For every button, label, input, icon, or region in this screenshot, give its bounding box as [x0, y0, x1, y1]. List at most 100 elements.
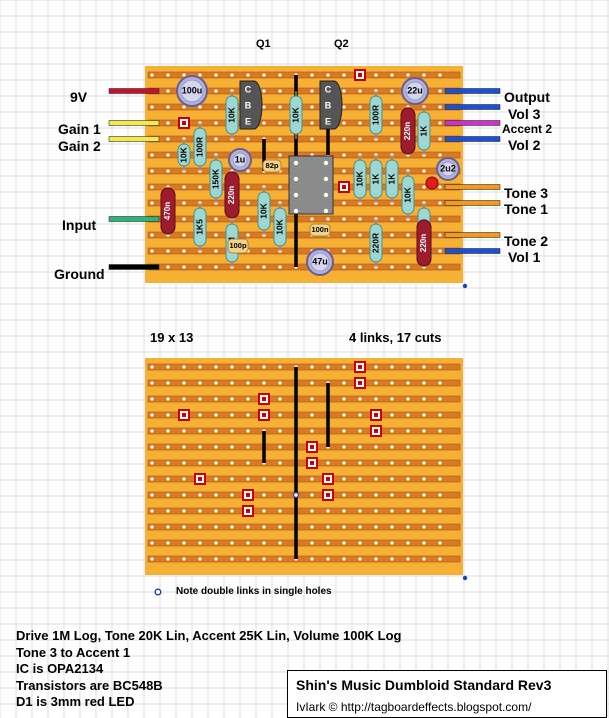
bottom-hole — [262, 493, 266, 497]
bottom-hole — [150, 397, 154, 401]
bottom-hole — [150, 445, 154, 449]
cap-47u-inner — [310, 252, 330, 272]
bottom-hole — [438, 493, 442, 497]
top-hole — [406, 233, 410, 237]
bottom-hole — [310, 413, 314, 417]
bottom-hole — [310, 541, 314, 545]
resistor-100r-a — [369, 95, 383, 135]
bottom-hole — [358, 509, 362, 513]
spec-line: D1 is 3mm red LED — [16, 694, 135, 709]
bottom-hole — [310, 493, 314, 497]
transistor-q1 — [239, 80, 263, 130]
bottom-copper-strip — [147, 443, 461, 451]
top-hole — [262, 249, 266, 253]
bottom-hole — [374, 461, 378, 465]
top-hole — [278, 265, 282, 269]
top-hole — [438, 233, 442, 237]
transistor-q2-pin-b: B — [325, 100, 332, 110]
bottom-hole — [374, 477, 378, 481]
bottom-hole — [198, 557, 202, 561]
bottom-hole — [214, 381, 218, 385]
top-hole — [326, 217, 330, 221]
resistor-10k-c — [177, 143, 191, 167]
bottom-hole — [150, 557, 154, 561]
top-cut-mark — [342, 185, 346, 189]
bottom-copper-strip — [147, 379, 461, 387]
wire-tone3 — [444, 184, 501, 190]
top-hole — [438, 249, 442, 253]
wire-tone2 — [444, 232, 501, 238]
ic-opa2134 — [288, 155, 334, 215]
bottom-hole — [214, 365, 218, 369]
bottom-hole — [406, 397, 410, 401]
bottom-hole — [390, 445, 394, 449]
bottom-cut-mark — [374, 429, 378, 433]
bottom-hole — [230, 557, 234, 561]
bottom-hole — [182, 445, 186, 449]
top-hole — [278, 185, 282, 189]
cap-100u-label: 100u — [182, 85, 203, 95]
bottom-hole — [278, 413, 282, 417]
bottom-hole — [374, 381, 378, 385]
bottom-hole — [326, 461, 330, 465]
resistor-1k-a — [369, 159, 383, 199]
top-hole — [182, 185, 186, 189]
bottom-hole — [342, 413, 346, 417]
bottom-hole — [182, 461, 186, 465]
bottom-hole — [166, 381, 170, 385]
bottom-cut-mark — [358, 365, 362, 369]
wire-gain2 — [108, 136, 160, 142]
cap-100u-inner — [180, 79, 204, 103]
bottom-hole — [438, 525, 442, 529]
bottom-hole — [326, 557, 330, 561]
bottom-hole — [342, 557, 346, 561]
cap-220n-c — [416, 219, 432, 267]
bottom-hole — [166, 493, 170, 497]
bottom-hole — [278, 397, 282, 401]
top-hole — [230, 73, 234, 77]
ic-pin — [323, 208, 329, 214]
bottom-hole — [342, 541, 346, 545]
bottom-hole — [150, 381, 154, 385]
bottom-hole — [342, 381, 346, 385]
top-hole — [422, 73, 426, 77]
bottom-hole — [422, 397, 426, 401]
bottom-hole — [278, 509, 282, 513]
bottom-hole — [310, 557, 314, 561]
bottom-hole — [198, 381, 202, 385]
cap-220n-c-label: 220n — [419, 234, 428, 252]
bottom-hole — [198, 509, 202, 513]
bottom-copper-strip — [147, 427, 461, 435]
bottom-hole — [342, 445, 346, 449]
bottom-hole — [166, 525, 170, 529]
cap-100n-label: 100n — [311, 225, 329, 234]
bottom-hole — [342, 493, 346, 497]
wire-label-vol2: Vol 2 — [508, 137, 541, 153]
top-hole — [150, 249, 154, 253]
bottom-hole — [150, 509, 154, 513]
top-hole — [214, 121, 218, 125]
wire-label-gain2: Gain 2 — [58, 138, 101, 154]
ic-pin — [323, 192, 329, 198]
top-hole — [310, 121, 314, 125]
bottom-hole — [390, 429, 394, 433]
top-hole — [438, 73, 442, 77]
transistor-q2-pin-c: C — [325, 84, 332, 94]
wire-9v — [108, 88, 160, 94]
bottom-hole — [406, 413, 410, 417]
bottom-hole — [230, 493, 234, 497]
bottom-hole — [166, 461, 170, 465]
bottom-hole — [422, 429, 426, 433]
bottom-hole — [422, 381, 426, 385]
cap-220n-b-label: 220n — [403, 122, 412, 140]
top-hole — [262, 265, 266, 269]
bottom-hole — [214, 429, 218, 433]
top-hole — [166, 249, 170, 253]
bottom-hole — [326, 365, 330, 369]
bottom-hole — [182, 541, 186, 545]
resistor-10k-c-label: 10K — [178, 146, 188, 162]
bottom-hole — [358, 445, 362, 449]
transistor-q2 — [319, 80, 343, 130]
top-corner-dot — [462, 283, 468, 289]
top-hole — [166, 137, 170, 141]
